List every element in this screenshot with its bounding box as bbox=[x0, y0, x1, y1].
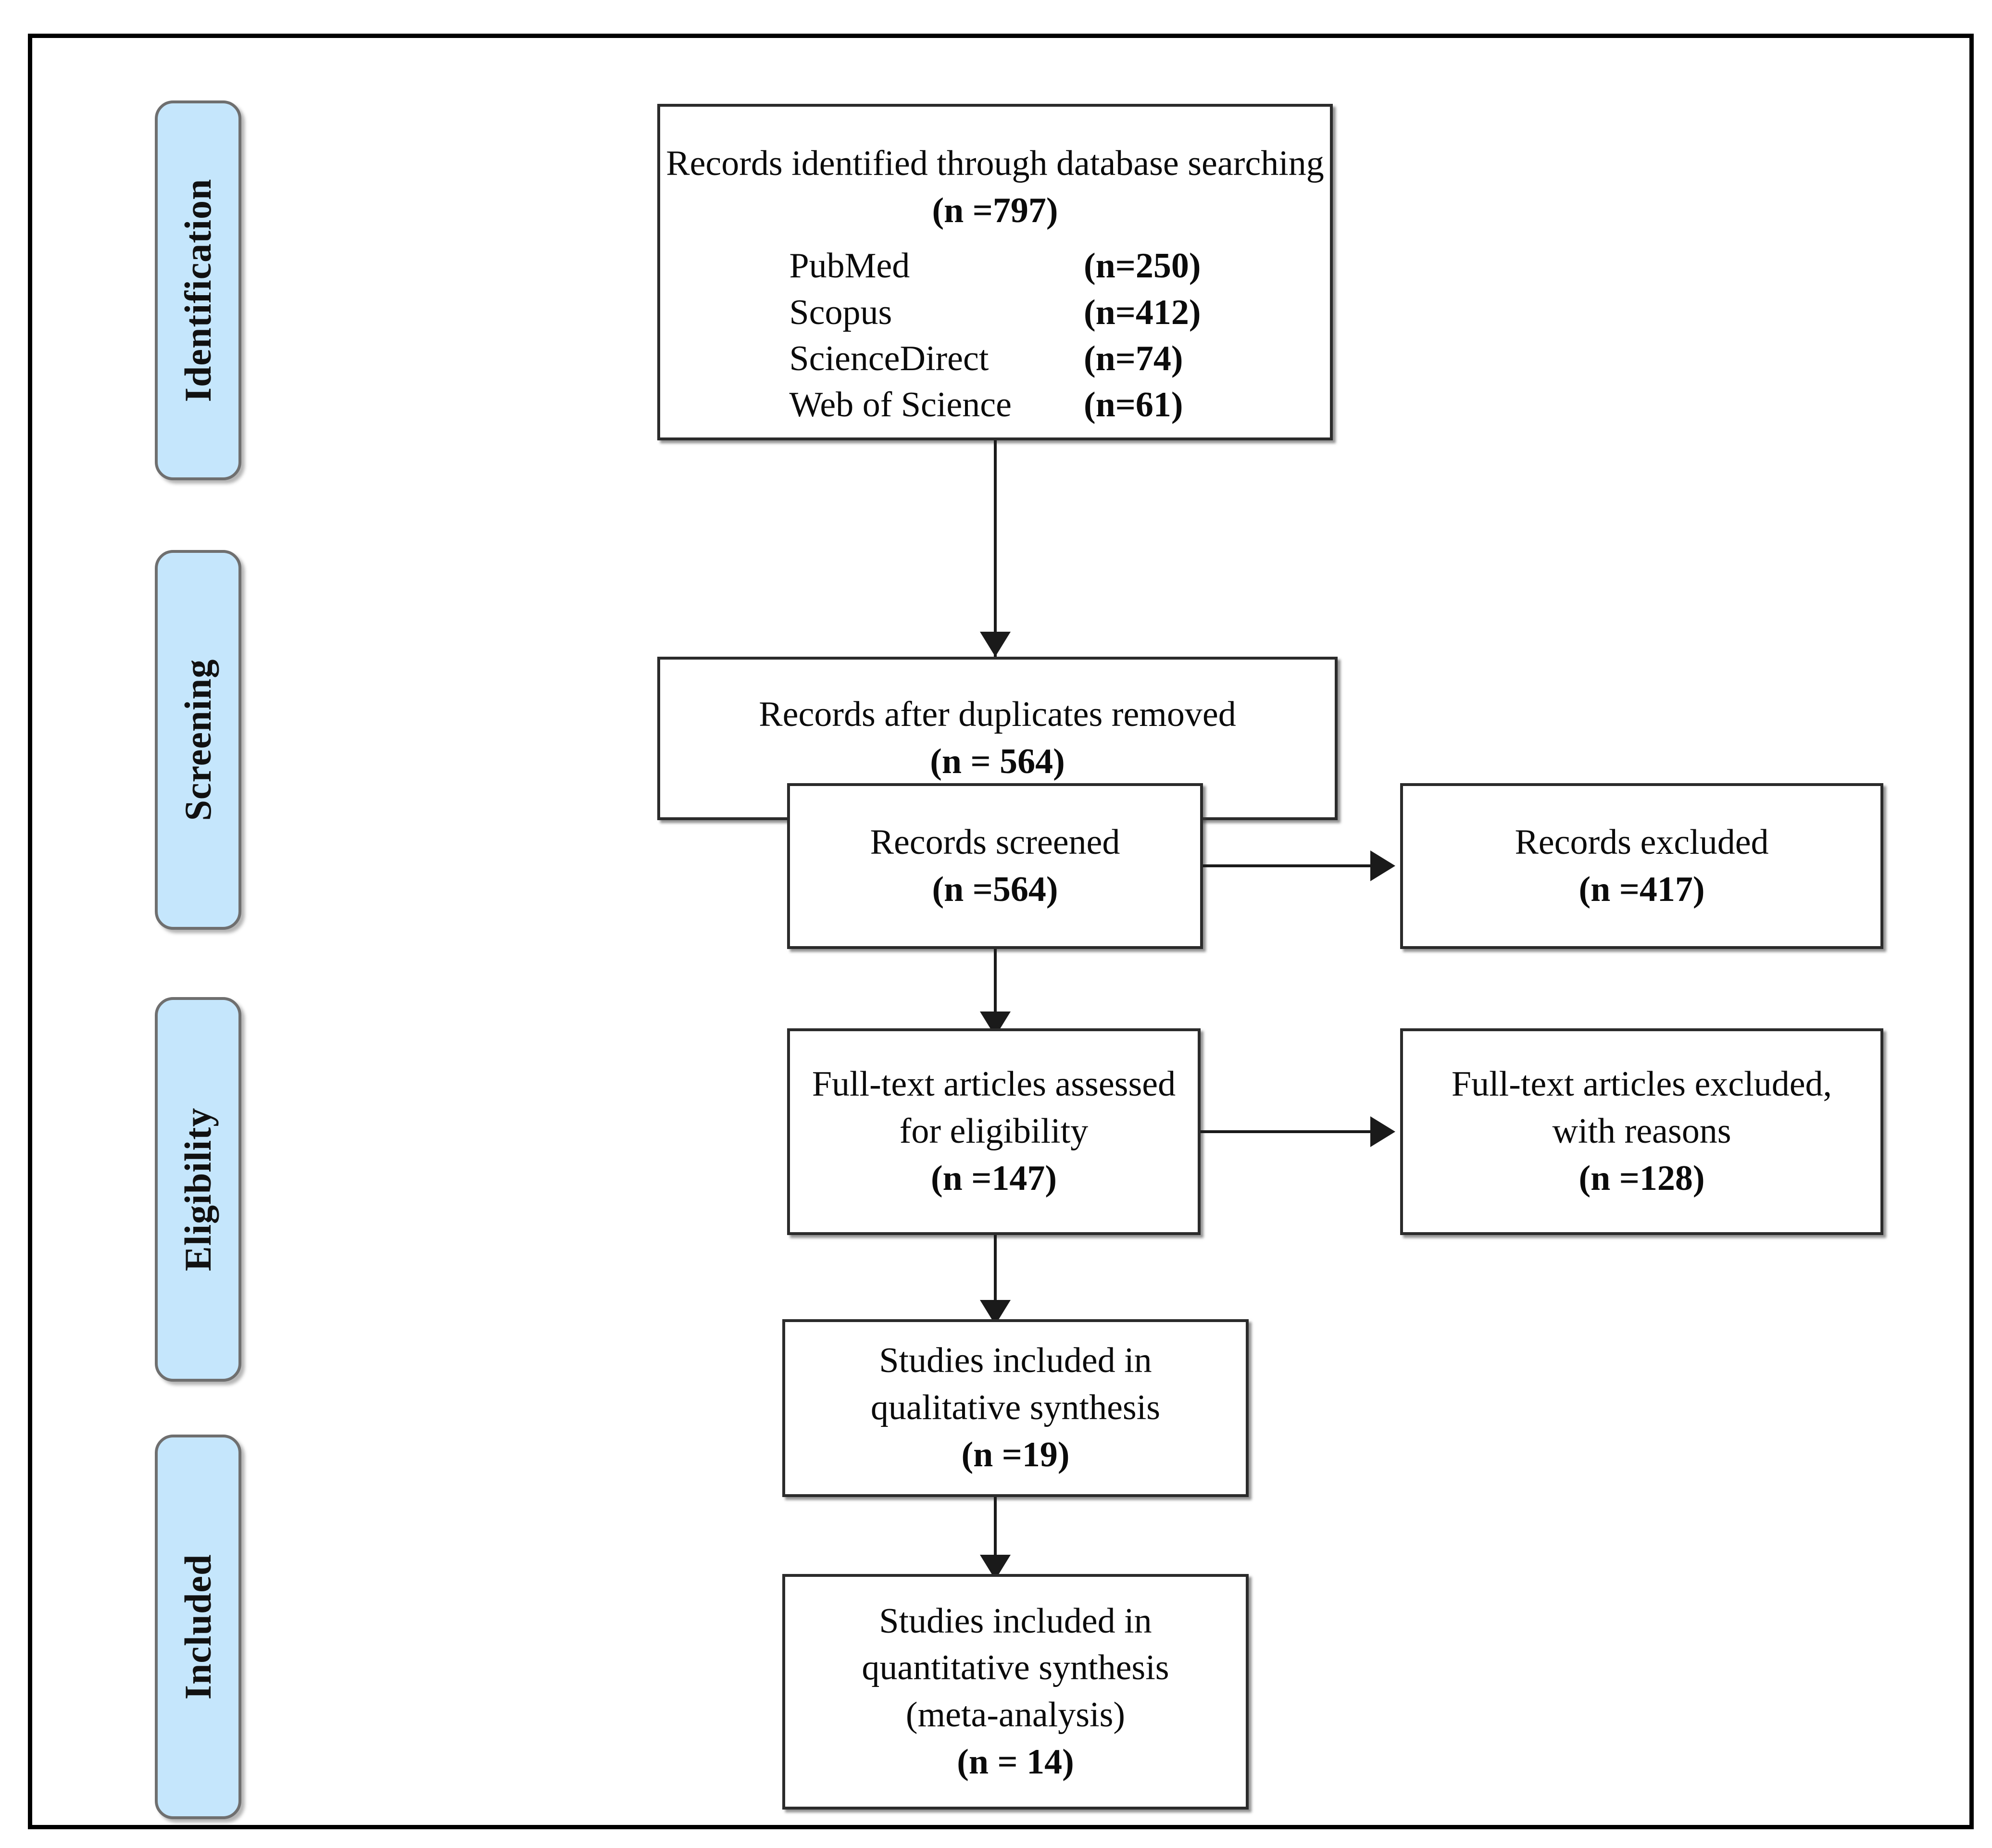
stage-label-screening: Screening bbox=[177, 659, 219, 821]
stage-pill-screening: Screening bbox=[155, 550, 241, 930]
diagram-outer-frame: Identification Screening Eligibility Inc… bbox=[28, 34, 1974, 1829]
quantitative-line2: quantitative synthesis bbox=[862, 1648, 1169, 1688]
qualitative-line2: qualitative synthesis bbox=[870, 1388, 1161, 1428]
connector-screened-to-fulltext bbox=[994, 949, 997, 1033]
records-identified-title: Records identified through database sear… bbox=[666, 144, 1324, 183]
records-excluded-title: Records excluded bbox=[1515, 822, 1769, 862]
duplicates-removed-title: Records after duplicates removed bbox=[759, 695, 1236, 735]
quantitative-count: (n = 14) bbox=[957, 1742, 1074, 1782]
arrowhead-identified-to-duplicates bbox=[980, 632, 1011, 657]
source-count-pubmed: (n=250) bbox=[1083, 246, 1201, 286]
box-records-screened: Records screened (n =564) bbox=[787, 783, 1203, 949]
arrowhead-fulltext-to-excluded bbox=[1370, 1116, 1395, 1147]
connector-screened-to-excluded bbox=[1203, 864, 1374, 867]
stage-pill-included: Included bbox=[155, 1435, 241, 1819]
qualitative-line1: Studies included in bbox=[879, 1341, 1152, 1381]
table-row: ScienceDirect (n=74) bbox=[789, 336, 1201, 382]
box-records-identified: Records identified through database sear… bbox=[657, 104, 1333, 440]
source-name-scopus: Scopus bbox=[789, 292, 892, 332]
table-row: PubMed (n=250) bbox=[789, 243, 1201, 289]
connector-fulltext-to-qualitative bbox=[994, 1235, 997, 1324]
fulltext-assessed-line1: Full-text articles assessed bbox=[812, 1064, 1176, 1104]
box-quantitative-synthesis: Studies included in quantitative synthes… bbox=[782, 1574, 1249, 1810]
source-breakdown-table: PubMed (n=250) Scopus (n=412) ScienceDir… bbox=[789, 243, 1201, 428]
duplicates-removed-count: (n = 564) bbox=[930, 742, 1065, 781]
fulltext-excluded-count: (n =128) bbox=[1579, 1158, 1705, 1198]
stage-pill-eligibility: Eligibility bbox=[155, 997, 241, 1382]
connector-fulltext-to-excluded bbox=[1201, 1130, 1374, 1133]
box-fulltext-excluded: Full-text articles excluded, with reason… bbox=[1400, 1028, 1883, 1235]
quantitative-line3: (meta-analysis) bbox=[905, 1695, 1126, 1735]
stage-pill-identification: Identification bbox=[155, 100, 241, 480]
connector-qualitative-to-quantitative bbox=[994, 1497, 997, 1579]
source-count-scopus: (n=412) bbox=[1083, 292, 1201, 332]
box-records-excluded: Records excluded (n =417) bbox=[1400, 783, 1883, 949]
source-count-web-of-science: (n=61) bbox=[1083, 385, 1183, 425]
fulltext-assessed-count: (n =147) bbox=[930, 1158, 1057, 1198]
qualitative-count: (n =19) bbox=[961, 1435, 1070, 1474]
box-fulltext-assessed: Full-text articles assessed for eligibil… bbox=[787, 1028, 1201, 1235]
box-qualitative-synthesis: Studies included in qualitative synthesi… bbox=[782, 1319, 1249, 1497]
fulltext-assessed-line2: for eligibility bbox=[899, 1111, 1089, 1151]
stage-label-eligibility: Eligibility bbox=[177, 1107, 219, 1272]
records-screened-title: Records screened bbox=[870, 822, 1120, 862]
source-name-pubmed: PubMed bbox=[789, 246, 910, 286]
source-count-sciencedirect: (n=74) bbox=[1083, 338, 1183, 378]
table-row: Web of Science (n=61) bbox=[789, 382, 1201, 428]
fulltext-excluded-line1: Full-text articles excluded, bbox=[1451, 1064, 1832, 1104]
connector-identified-to-duplicates bbox=[994, 440, 997, 657]
table-row: Scopus (n=412) bbox=[789, 289, 1201, 336]
arrowhead-screened-to-excluded bbox=[1370, 850, 1395, 881]
fulltext-excluded-line2: with reasons bbox=[1552, 1111, 1731, 1151]
records-excluded-count: (n =417) bbox=[1579, 869, 1705, 909]
records-screened-count: (n =564) bbox=[932, 869, 1058, 909]
source-name-sciencedirect: ScienceDirect bbox=[789, 338, 989, 378]
source-name-web-of-science: Web of Science bbox=[789, 385, 1012, 425]
quantitative-line1: Studies included in bbox=[879, 1601, 1152, 1641]
stage-label-identification: Identification bbox=[177, 178, 219, 402]
records-identified-count: (n =797) bbox=[932, 190, 1058, 230]
stage-label-included: Included bbox=[177, 1554, 219, 1700]
